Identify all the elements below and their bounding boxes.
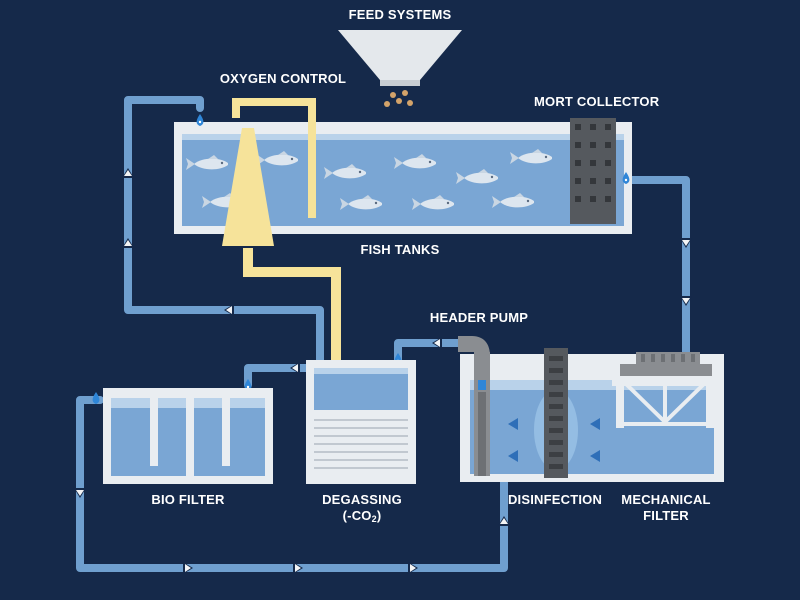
degassing-unit (306, 360, 416, 484)
label-degassing-line1: DEGASSING (322, 492, 402, 507)
flow-arrow-icon (590, 418, 600, 430)
pipe-degas-to-bio (244, 364, 314, 389)
droplet-icon (622, 172, 630, 184)
mort-collector (570, 118, 616, 224)
flow-arrow-icon (590, 450, 600, 462)
pipe-left-return (124, 96, 324, 364)
hopper-icon (338, 30, 462, 80)
label-oxygen-control: OXYGEN CONTROL (219, 71, 347, 86)
label-mechanical-filter-line1: MECHANICAL (621, 492, 711, 507)
label-degassing: DEGASSING (-CO2) (312, 492, 412, 527)
label-mechanical-filter-line2: FILTER (643, 508, 689, 523)
feed-hopper (338, 30, 462, 107)
droplet-icon (196, 114, 204, 126)
oxygen-control (222, 98, 341, 362)
flow-arrow-icon (508, 418, 518, 430)
pipe-bottom-loop (76, 396, 508, 572)
pump-icon (458, 336, 490, 476)
conveyor-icon (544, 348, 568, 478)
label-mechanical-filter: MECHANICAL FILTER (616, 492, 716, 524)
bio-filter (103, 388, 273, 484)
droplet-icon (92, 392, 100, 404)
label-header-pump: HEADER PUMP (429, 310, 529, 325)
flow-arrow-icon (508, 450, 518, 462)
label-feed-systems: FEED SYSTEMS (348, 7, 452, 22)
filter-tank (458, 336, 724, 482)
pipe-right-down (626, 176, 690, 364)
label-mort-collector: MORT COLLECTOR (534, 94, 660, 109)
pipe-pump-to-degas (394, 339, 464, 364)
label-bio-filter: BIO FILTER (151, 492, 225, 507)
label-degassing-line2: (-CO2) (342, 508, 382, 524)
label-disinfection: DISINFECTION (507, 492, 603, 507)
drum-filter (612, 352, 716, 428)
label-fish-tanks: FISH TANKS (360, 242, 440, 257)
